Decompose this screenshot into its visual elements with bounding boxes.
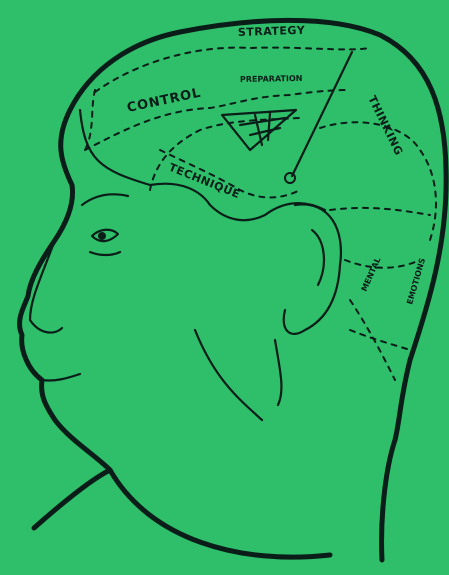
region-boundary-back xyxy=(350,330,410,350)
region-boundary-top xyxy=(95,48,370,92)
ear-inner xyxy=(312,230,324,285)
eye-lid xyxy=(90,252,120,255)
mouth xyxy=(42,374,80,381)
label-control: CONTROL xyxy=(126,86,203,116)
hairline xyxy=(80,110,325,220)
neck-line xyxy=(110,470,330,557)
label-mental: MENTAL xyxy=(360,256,383,293)
label-emotions: EMOTIONS xyxy=(405,257,427,306)
label-technique: TECHNIQUE xyxy=(167,161,242,201)
needle-base xyxy=(285,173,295,183)
label-preparation: PREPARATION xyxy=(240,74,303,84)
region-boundary-control xyxy=(85,90,350,150)
head-outline xyxy=(20,20,447,560)
region-boundary-lower xyxy=(330,208,430,215)
label-thinking: THINKING xyxy=(365,94,405,158)
pupil xyxy=(98,232,106,240)
cheek-line xyxy=(275,340,281,405)
label-strategy: STRATEGY xyxy=(238,24,306,39)
needle-pointer xyxy=(292,52,352,176)
region-boundary-emotions xyxy=(350,300,395,380)
region-boundary-right xyxy=(320,122,436,240)
jaw-line xyxy=(195,330,262,420)
eyebrow xyxy=(82,194,128,205)
ear xyxy=(284,204,341,333)
